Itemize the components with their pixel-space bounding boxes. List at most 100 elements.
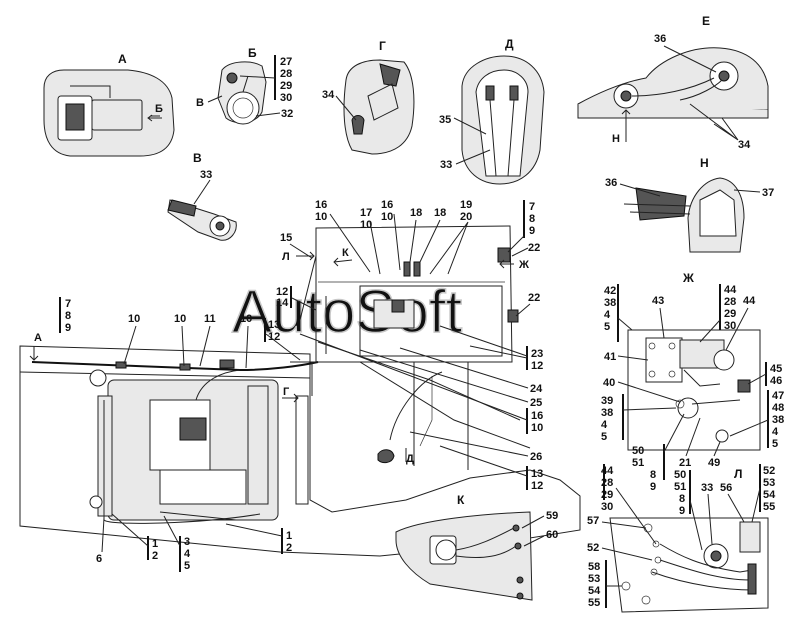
main-callout-24: 24 xyxy=(530,383,543,395)
zh-callout-29a: 29 xyxy=(724,308,736,320)
main-callout-10-17: 10 xyxy=(360,219,372,231)
l-callout-54b: 54 xyxy=(588,585,601,597)
view-l-title: Л xyxy=(734,467,742,481)
view-a-marker-b: Б xyxy=(155,103,163,115)
main-callout-10b: 10 xyxy=(174,313,186,325)
view-b-title: Б xyxy=(248,46,257,60)
view-b-detail: Б В 27 28 29 30 32 xyxy=(196,46,293,125)
view-e-title: Е xyxy=(702,14,710,28)
main-callout-18b: 18 xyxy=(434,207,446,219)
zh-callout-38a: 38 xyxy=(604,297,616,309)
zh-callout-9: 9 xyxy=(650,481,656,493)
view-g-detail: Г 34 xyxy=(322,39,415,155)
view-e-detail: Е 36 34 Н xyxy=(577,14,769,151)
view-k-callout-59: 59 xyxy=(546,510,558,522)
view-d-callout-35: 35 xyxy=(439,114,451,126)
view-a-detail: А Б xyxy=(43,52,175,157)
zh-callout-41: 41 xyxy=(604,351,616,363)
l-callout-57: 57 xyxy=(587,515,599,527)
l-callout-55a: 55 xyxy=(763,501,775,513)
main-callout-20: 20 xyxy=(460,211,472,223)
view-b-callout-32: 32 xyxy=(281,108,293,120)
main-callout-2b: 2 xyxy=(286,542,292,554)
main-callout-15: 15 xyxy=(280,232,292,244)
view-v-title: В xyxy=(193,151,202,165)
main-callout-17: 17 xyxy=(360,207,372,219)
view-b-callout-29: 29 xyxy=(280,80,292,92)
zh-callout-30a: 30 xyxy=(724,320,736,332)
zh-callout-5a: 5 xyxy=(604,321,610,333)
main-callout-12-23: 12 xyxy=(531,360,543,372)
zh-callout-49: 49 xyxy=(708,457,720,469)
view-zh-detail: Ж 42 38 4 5 43 44 28 29 30 44 41 45 46 xyxy=(601,271,784,493)
zh-callout-4b: 4 xyxy=(601,419,608,431)
main-callout-13: 13 xyxy=(268,319,280,331)
view-k-detail: К 59 60 xyxy=(395,493,558,601)
main-callout-22b: 22 xyxy=(528,292,540,304)
l-callout-52: 52 xyxy=(587,542,599,554)
l-callout-8: 8 xyxy=(679,493,685,505)
main-callout-22a: 22 xyxy=(528,242,540,254)
l-callout-54a: 54 xyxy=(763,489,776,501)
main-marker-a: А xyxy=(34,332,42,344)
zh-callout-43: 43 xyxy=(652,295,664,307)
main-callout-16a: 16 xyxy=(315,199,327,211)
main-callout-18a: 18 xyxy=(410,207,422,219)
view-zh-title: Ж xyxy=(682,271,694,285)
zh-callout-47: 47 xyxy=(772,390,784,402)
view-k-callout-60: 60 xyxy=(546,529,558,541)
view-b-callout-27: 27 xyxy=(280,56,292,68)
zh-callout-48: 48 xyxy=(772,402,784,414)
l-callout-50: 50 xyxy=(674,469,686,481)
view-v-detail: В 33 xyxy=(167,151,237,241)
view-e-marker-n: Н xyxy=(612,133,620,145)
zh-callout-21: 21 xyxy=(679,457,691,469)
view-n-title: Н xyxy=(700,156,709,170)
view-b-marker-v: В xyxy=(196,97,204,109)
watermark-text: AutoSoft xyxy=(232,278,462,345)
view-k-title: К xyxy=(457,493,465,507)
zh-callout-5c: 5 xyxy=(772,438,778,450)
view-b-callout-30: 30 xyxy=(280,92,292,104)
view-g-callout-34: 34 xyxy=(322,89,335,101)
main-marker-g: Г xyxy=(283,386,290,398)
main-callout-8-left: 8 xyxy=(65,310,71,322)
l-callout-44: 44 xyxy=(601,465,614,477)
main-callout-7-left: 7 xyxy=(65,298,71,310)
zh-callout-8: 8 xyxy=(650,469,656,481)
view-e-callout-34: 34 xyxy=(738,139,751,151)
main-callout-10-16a: 10 xyxy=(315,211,327,223)
main-callout-10-16b: 10 xyxy=(381,211,393,223)
main-callout-12: 12 xyxy=(268,331,280,343)
zh-callout-46: 46 xyxy=(770,375,782,387)
main-callout-23: 23 xyxy=(531,348,543,360)
zh-callout-44a: 44 xyxy=(724,284,737,296)
main-callout-16c: 16 xyxy=(531,410,543,422)
l-callout-58: 58 xyxy=(588,561,600,573)
view-d-callout-33: 33 xyxy=(440,159,452,171)
l-callout-55b: 55 xyxy=(588,597,600,609)
main-marker-zh: Ж xyxy=(518,259,529,271)
zh-callout-4c: 4 xyxy=(772,426,779,438)
main-callout-12-13b: 12 xyxy=(531,480,543,492)
zh-callout-5b: 5 xyxy=(601,431,607,443)
main-callout-7-right: 7 xyxy=(529,201,535,213)
l-callout-52a: 52 xyxy=(763,465,775,477)
main-callout-12-top: 12 xyxy=(276,286,288,298)
view-d-detail: Д 35 33 xyxy=(439,37,545,185)
main-callout-10c: 10 xyxy=(240,313,252,325)
zh-callout-42: 42 xyxy=(604,285,616,297)
main-callout-19: 19 xyxy=(460,199,472,211)
main-callout-8-right: 8 xyxy=(529,213,535,225)
main-marker-d: Д xyxy=(406,453,414,465)
zh-callout-44b: 44 xyxy=(743,295,756,307)
main-callout-16b: 16 xyxy=(381,199,393,211)
view-v-callout-33: 33 xyxy=(200,169,212,181)
zh-callout-40: 40 xyxy=(603,377,615,389)
main-callout-10a: 10 xyxy=(128,313,140,325)
l-callout-30: 30 xyxy=(601,501,613,513)
l-callout-56: 56 xyxy=(720,482,732,494)
view-l-detail: Л 44 28 29 30 50 51 8 9 33 56 52 53 54 xyxy=(587,464,776,613)
main-marker-l: Л xyxy=(282,251,290,263)
main-callout-1b: 1 xyxy=(286,530,292,542)
